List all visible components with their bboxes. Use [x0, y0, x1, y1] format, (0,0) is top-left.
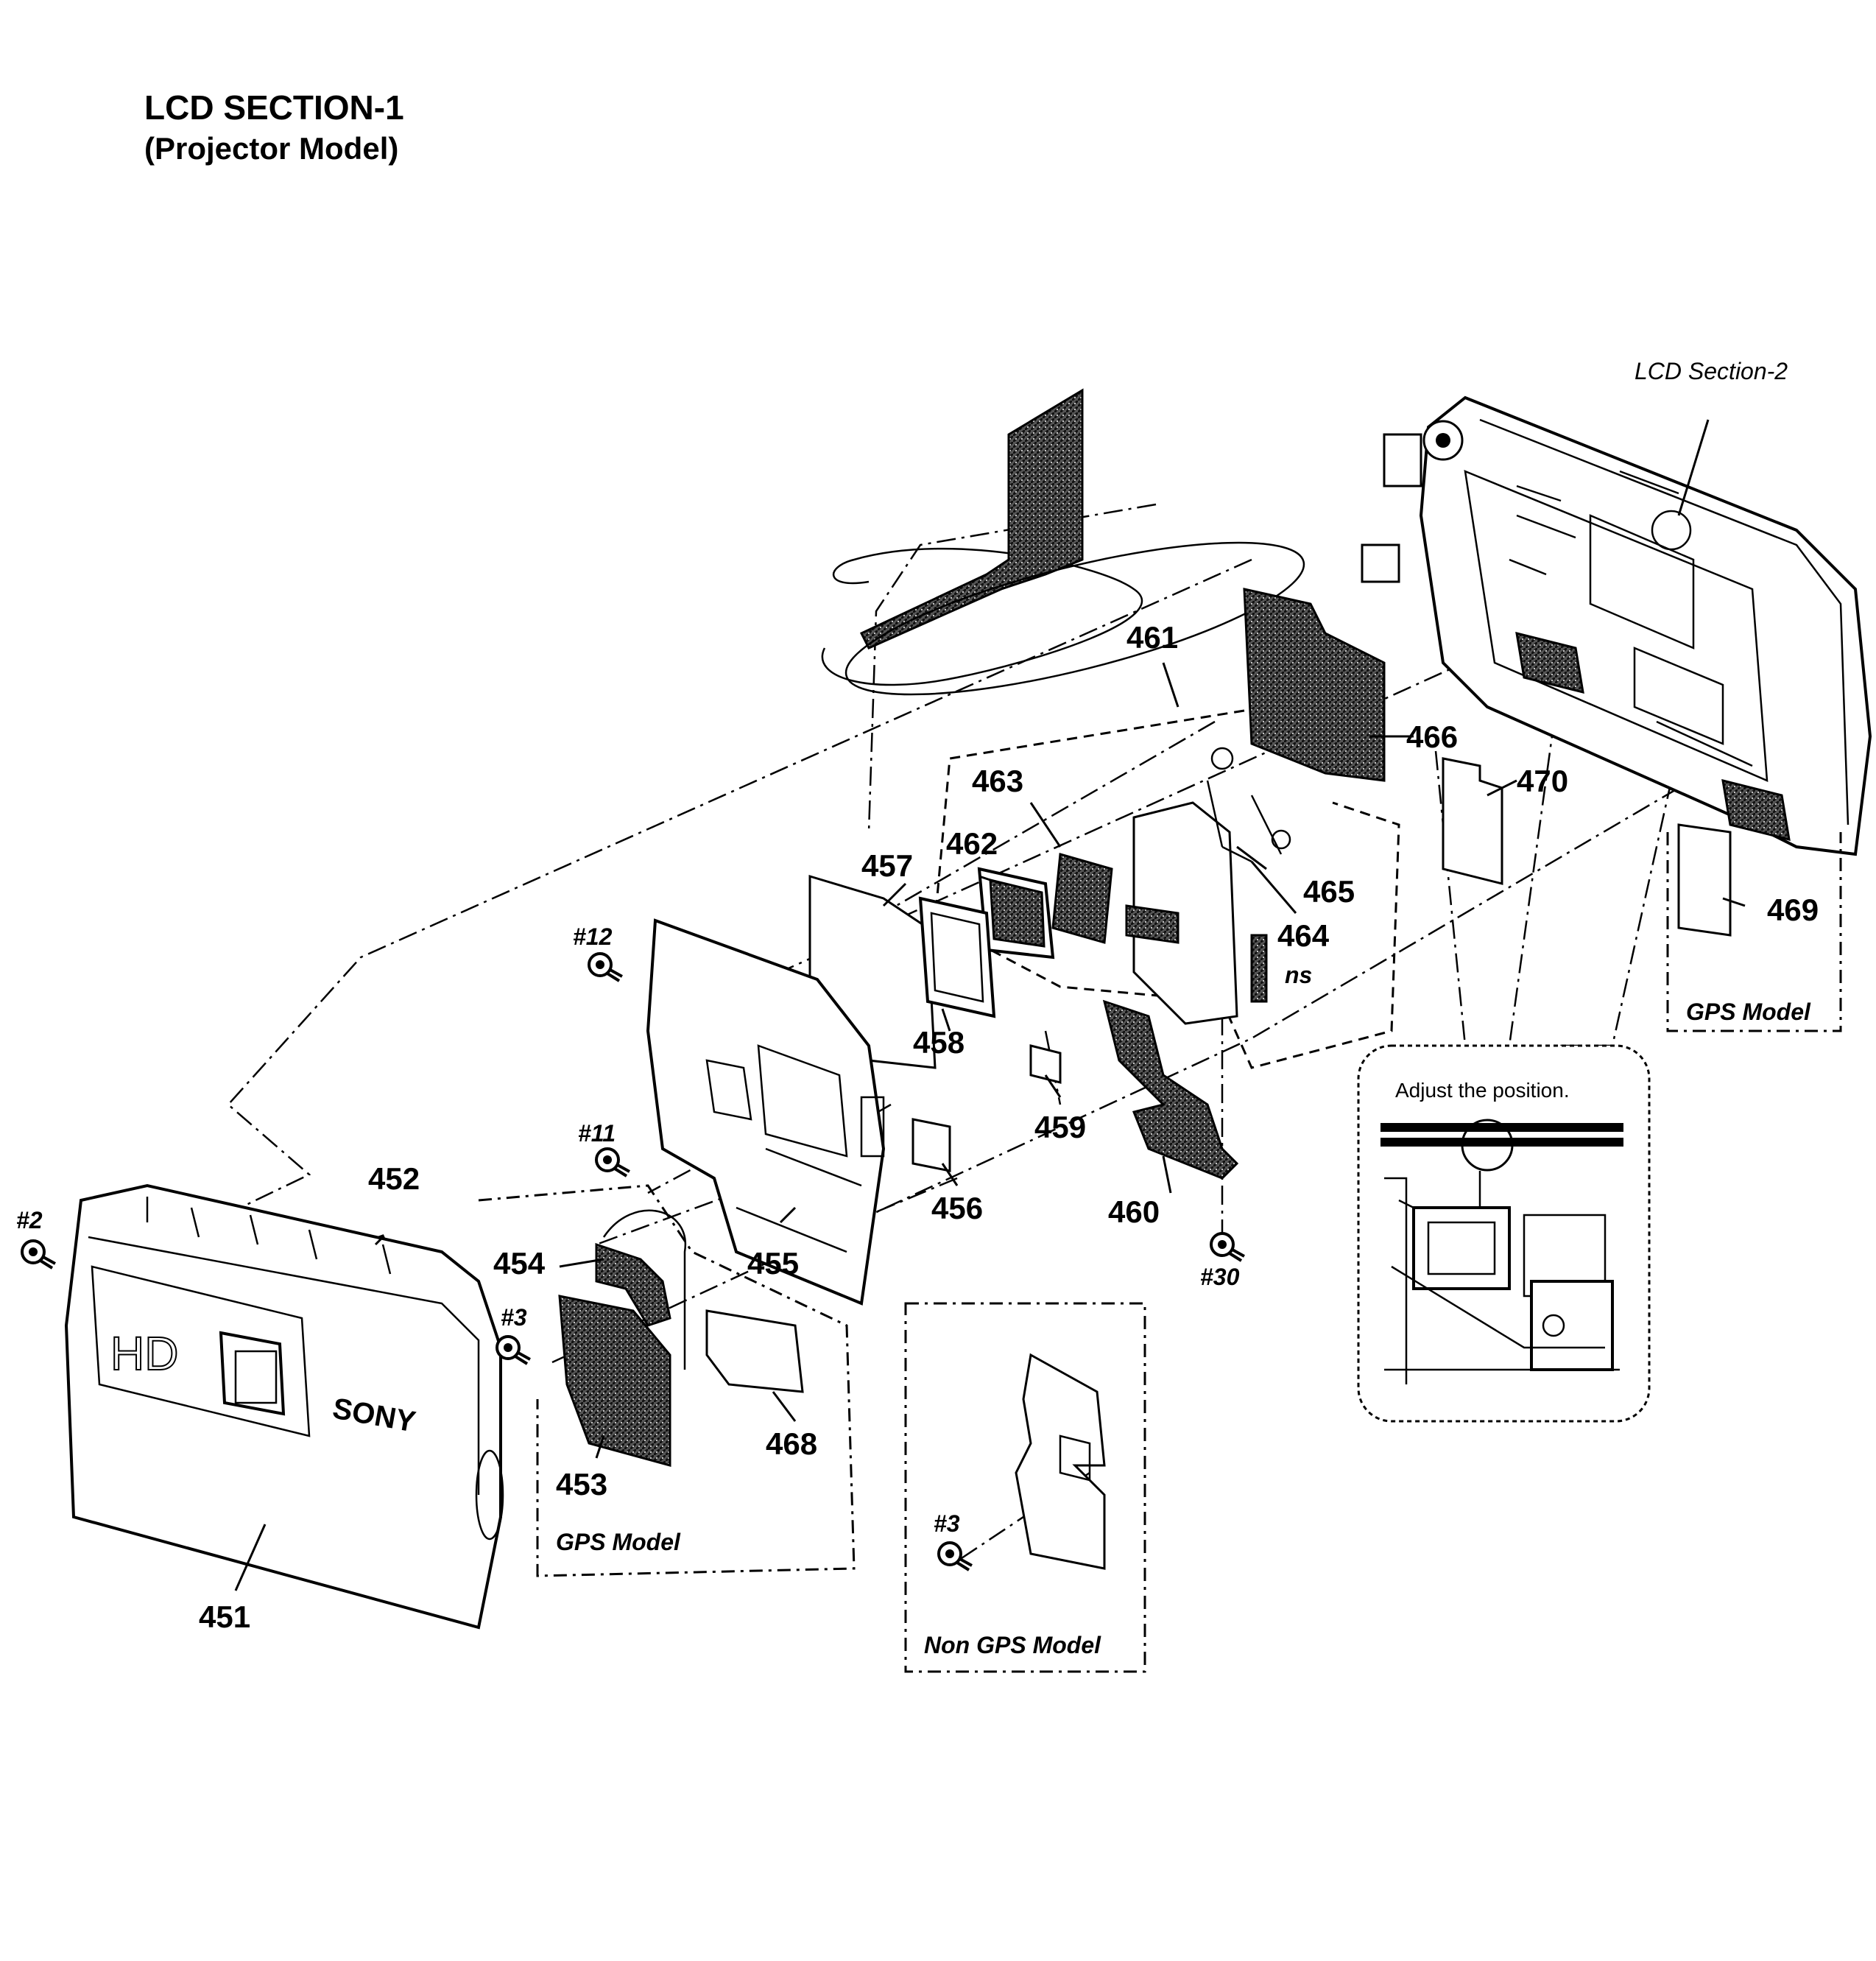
- label-463: 463: [972, 764, 1023, 798]
- part-469-sheet: [1677, 823, 1732, 937]
- part-463-sheet: [1051, 853, 1113, 944]
- page-title: LCD SECTION-1: [144, 88, 404, 127]
- screw-s2-icon: [21, 1239, 57, 1270]
- label-screw-30: #30: [1200, 1264, 1240, 1290]
- lcd-section-2-label: LCD Section-2: [1635, 358, 1788, 384]
- label-screw-11: #11: [578, 1120, 616, 1147]
- part-455-frame: [646, 918, 886, 1306]
- label-454: 454: [493, 1246, 546, 1281]
- label-466: 466: [1406, 719, 1458, 754]
- label-462: 462: [946, 826, 998, 861]
- label-451: 451: [199, 1599, 250, 1634]
- caption-gps-left: GPS Model: [556, 1529, 681, 1555]
- hd-logo: HD: [110, 1327, 178, 1380]
- non-gps-model-group: [904, 1302, 1146, 1673]
- caption-gps-right: GPS Model: [1686, 999, 1811, 1025]
- screw-s3b-icon: [937, 1541, 973, 1571]
- label-459: 459: [1034, 1110, 1086, 1144]
- label-452: 452: [368, 1161, 420, 1196]
- leader-lines: [234, 419, 1746, 1591]
- label-screw-3a: #3: [501, 1304, 527, 1331]
- screw-s30-icon: [1210, 1232, 1246, 1262]
- caption-non-gps: Non GPS Model: [924, 1632, 1101, 1658]
- inset-note: Adjust the position.: [1395, 1079, 1570, 1102]
- label-457: 457: [861, 848, 913, 883]
- page-subtitle: (Projector Model): [144, 131, 399, 166]
- lcd-section-2-housing: [1361, 395, 1872, 856]
- label-ns: ns: [1285, 962, 1312, 988]
- part-470-sheet: [1442, 757, 1503, 885]
- captions: GPS Model GPS Model Non GPS Model Adjust…: [556, 358, 1811, 1658]
- screw-s11-icon: [595, 1147, 631, 1177]
- label-464: 464: [1277, 918, 1330, 953]
- label-screw-12: #12: [573, 923, 613, 950]
- gps-model-right-group: [1666, 832, 1842, 1032]
- label-469: 469: [1767, 893, 1819, 927]
- title-block: LCD SECTION-1 (Projector Model): [144, 87, 404, 169]
- label-458: 458: [913, 1025, 965, 1060]
- label-461: 461: [1126, 620, 1178, 655]
- label-460: 460: [1108, 1194, 1160, 1229]
- label-470: 470: [1517, 764, 1568, 798]
- flex-cable-upper: [844, 388, 1305, 696]
- part-labels: 461 466 470 463 462 457 465 464 ns 469 4…: [199, 620, 1819, 1634]
- part-456-sheet: [911, 1118, 951, 1172]
- part-459-sheet: [1029, 1044, 1062, 1084]
- label-456: 456: [931, 1191, 983, 1225]
- label-465: 465: [1303, 874, 1355, 909]
- screw-labels: #2 #12 #11 #3 #3 #30: [16, 923, 1240, 1537]
- label-453: 453: [556, 1467, 607, 1501]
- label-screw-2: #2: [16, 1207, 43, 1233]
- label-455: 455: [747, 1246, 799, 1281]
- part-461-group: [934, 588, 1400, 1069]
- gps-model-left-group: [478, 1184, 856, 1577]
- label-468: 468: [766, 1426, 817, 1461]
- part-460-flex: [1102, 999, 1239, 1180]
- screw-s12-icon: [588, 952, 624, 982]
- inset-adjust-position: [1357, 1044, 1651, 1423]
- part-451-front-cover: HD SONY: [64, 1183, 504, 1630]
- part-458-gasket: [918, 896, 996, 1018]
- label-screw-3b: #3: [934, 1510, 960, 1537]
